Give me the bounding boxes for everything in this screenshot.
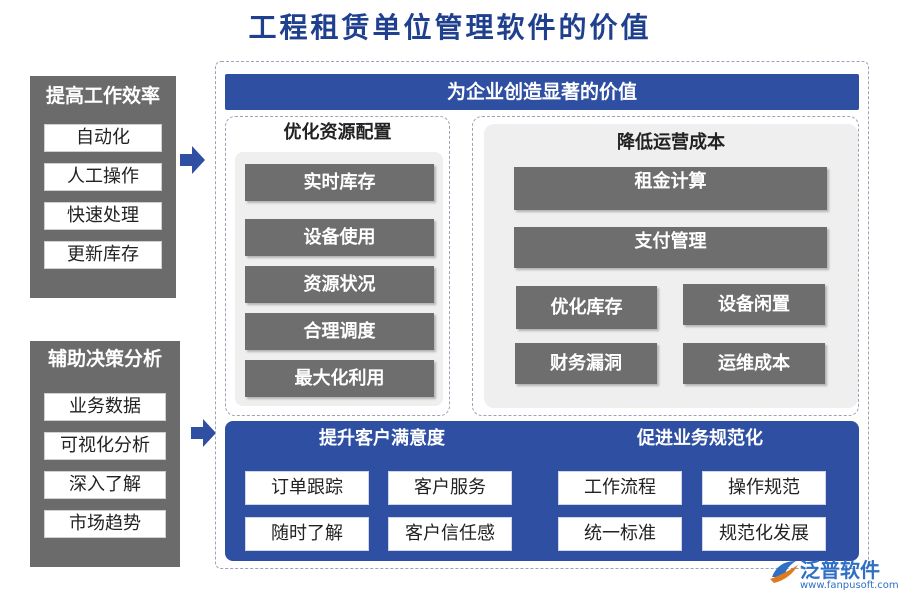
customer-heading: 提升客户满意度 bbox=[319, 428, 445, 449]
fanpu-logo-icon bbox=[770, 561, 798, 583]
customer-item: 订单跟踪 bbox=[245, 471, 369, 505]
reduce-section bbox=[472, 116, 859, 416]
left-item: 市场趋势 bbox=[44, 510, 166, 538]
page-title: 工程租赁单位管理软件的价值 bbox=[248, 11, 652, 44]
optimize-item: 资源状况 bbox=[245, 266, 434, 303]
customer-item: 客户信任感 bbox=[388, 517, 512, 551]
optimize-heading: 优化资源配置 bbox=[283, 122, 392, 143]
optimize-item: 最大化利用 bbox=[245, 360, 434, 397]
optimize-section bbox=[225, 116, 450, 416]
reduce-item: 租金计算 bbox=[514, 167, 827, 210]
standard-item: 工作流程 bbox=[558, 471, 682, 505]
left-group-heading: 提高工作效率 bbox=[45, 85, 160, 107]
main-banner: 为企业创造显著的价值 bbox=[225, 74, 859, 110]
standard-item: 规范化发展 bbox=[702, 517, 826, 551]
optimize-item: 实时库存 bbox=[245, 164, 434, 201]
left-item: 快速处理 bbox=[44, 202, 162, 230]
left-group-heading: 辅助决策分析 bbox=[47, 348, 162, 370]
customer-item: 随时了解 bbox=[245, 517, 369, 551]
optimize-item: 合理调度 bbox=[245, 313, 434, 350]
standard-item: 操作规范 bbox=[702, 471, 826, 505]
standard-heading: 促进业务规范化 bbox=[637, 428, 763, 449]
customer-item: 客户服务 bbox=[388, 471, 512, 505]
left-group-decision: 辅助决策分析 业务数据 可视化分析 深入了解 市场趋势 bbox=[30, 341, 180, 567]
arrow-right-icon bbox=[191, 419, 216, 447]
left-group-efficiency: 提高工作效率 自动化 人工操作 快速处理 更新库存 bbox=[30, 76, 176, 298]
reduce-item: 设备闲置 bbox=[683, 284, 825, 325]
reduce-item: 财务漏洞 bbox=[515, 343, 657, 384]
reduce-item: 优化库存 bbox=[516, 286, 657, 329]
main-frame bbox=[215, 61, 869, 569]
logo-name: 泛普软件 bbox=[800, 558, 880, 582]
arrow-right-icon bbox=[180, 146, 205, 174]
left-item: 人工操作 bbox=[44, 163, 162, 191]
left-item: 可视化分析 bbox=[44, 432, 166, 460]
reduce-item: 运维成本 bbox=[683, 343, 825, 384]
left-item: 业务数据 bbox=[44, 393, 166, 421]
reduce-item: 支付管理 bbox=[514, 227, 827, 268]
reduce-heading: 降低运营成本 bbox=[617, 132, 725, 153]
standard-item: 统一标准 bbox=[558, 517, 682, 551]
left-item: 深入了解 bbox=[44, 471, 166, 499]
optimize-item: 设备使用 bbox=[245, 219, 434, 256]
left-item: 自动化 bbox=[44, 124, 162, 152]
left-item: 更新库存 bbox=[44, 241, 162, 269]
logo-url: www.fanpusoft.com bbox=[800, 580, 899, 591]
